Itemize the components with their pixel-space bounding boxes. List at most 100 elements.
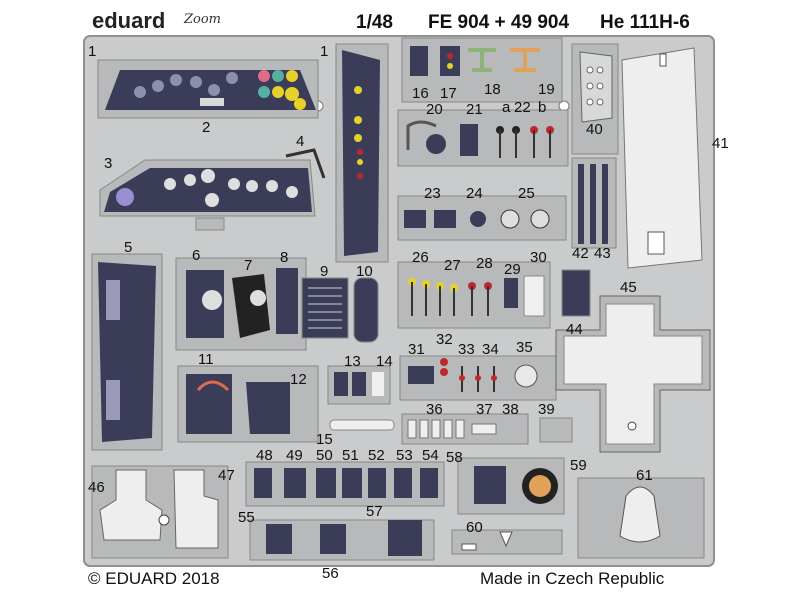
part-number: 32: [436, 331, 453, 348]
parts-20-22: [397, 109, 569, 167]
part-number: 53: [396, 447, 413, 464]
part-number: 23: [424, 185, 441, 202]
part-number: 58: [446, 449, 463, 466]
part-40-41: [571, 43, 703, 269]
part-number: 60: [466, 519, 483, 536]
part-number: 54: [422, 447, 439, 464]
part-number: 43: [594, 245, 611, 262]
part-number: 19: [538, 81, 555, 98]
placard-text: [308, 287, 342, 329]
part-5-side-panel: [91, 253, 163, 451]
parts-16-19: [401, 37, 563, 103]
brand-logo: eduard: [92, 8, 166, 33]
part-number: 12: [290, 371, 307, 388]
part-number: 1: [320, 43, 329, 60]
part-number: 35: [516, 339, 533, 356]
part-number: 34: [482, 341, 499, 358]
part-number: 51: [342, 447, 359, 464]
parts-36-39: [401, 413, 573, 445]
part-number: 46: [88, 479, 105, 496]
part-number: 13: [344, 353, 361, 370]
parts-48-54: [245, 461, 445, 507]
part-number: 50: [316, 447, 333, 464]
parts-31-35: [399, 355, 557, 401]
part-number: 25: [518, 185, 535, 202]
part-2-instrument-panel: [97, 59, 319, 119]
part-61: [577, 477, 705, 559]
parts-46-47: [91, 465, 229, 559]
part-number: 20: [426, 101, 443, 118]
part-number: 61: [636, 467, 653, 484]
part-number: 16: [412, 85, 429, 102]
parts-13-14: [327, 365, 391, 405]
zoom-logo: Zoom: [184, 12, 222, 27]
part-number: 39: [538, 401, 555, 418]
part-number: 48: [256, 447, 273, 464]
part-number: 52: [368, 447, 385, 464]
origin-text: Made in Czech Republic: [480, 569, 665, 588]
part-number: 31: [408, 341, 425, 358]
part-44: [561, 269, 591, 317]
part-number: a: [502, 99, 511, 116]
part-number: 29: [504, 261, 521, 278]
part-number: 6: [192, 247, 201, 264]
part-number: 26: [412, 249, 429, 266]
part-number: 17: [440, 85, 457, 102]
part-number: 14: [376, 353, 393, 370]
parts-42-43: [571, 157, 617, 249]
part-60: [451, 529, 563, 555]
part-number: 24: [466, 185, 483, 202]
parts-55-57: [249, 519, 435, 561]
part-number: 4: [296, 133, 305, 150]
part-number: 49: [286, 447, 303, 464]
scale-label: 1/48: [356, 12, 393, 33]
part-number: 9: [320, 263, 329, 280]
part-number: 41: [712, 135, 729, 152]
part-9-placard: [301, 277, 349, 339]
part-number: 59: [570, 457, 587, 474]
parts-26-30: [397, 261, 551, 329]
part-number: 18: [484, 81, 501, 98]
part-number: 44: [566, 321, 583, 338]
part-number: 21: [466, 101, 483, 118]
part-number: 55: [238, 509, 255, 526]
part-tall-panel: [335, 43, 389, 263]
copyright-text: © EDUARD 2018: [88, 569, 220, 588]
part-number: 30: [530, 249, 547, 266]
part-number: 11: [198, 351, 214, 368]
part-number: 28: [476, 255, 493, 272]
part-number: 40: [586, 121, 603, 138]
part-number: b: [538, 99, 547, 116]
part-number: 38: [502, 401, 519, 418]
parts-58-59: [457, 457, 565, 515]
part-number: 47: [218, 467, 235, 484]
part-number: 57: [366, 503, 383, 520]
product-code: FE 904 + 49 904: [428, 12, 570, 33]
part-4-lever: [285, 148, 326, 179]
part-number: 33: [458, 341, 475, 358]
part-number: 36: [426, 401, 443, 418]
part-45-cross: [555, 295, 711, 453]
part-10: [353, 277, 379, 343]
part-number: 3: [104, 155, 113, 172]
part-number: 2: [202, 119, 211, 136]
part-number: 56: [322, 565, 339, 582]
part-3-lower-panel: [99, 159, 316, 231]
part-15: [329, 419, 395, 431]
part-number: 5: [124, 239, 133, 256]
part-number: 10: [356, 263, 373, 280]
part-number: 22: [514, 99, 531, 116]
part-number: 7: [244, 257, 253, 274]
part-number: 45: [620, 279, 637, 296]
part-number: 1: [88, 43, 97, 60]
part-number: 8: [280, 249, 289, 266]
part-number: 37: [476, 401, 493, 418]
part-number: 27: [444, 257, 461, 274]
parts-6-8: [175, 257, 307, 351]
aircraft-name: He 111H-6: [600, 12, 690, 33]
parts-11-12: [177, 365, 319, 443]
part-number: 15: [316, 431, 333, 448]
part-number: 42: [572, 245, 589, 262]
parts-23-25: [397, 195, 567, 241]
